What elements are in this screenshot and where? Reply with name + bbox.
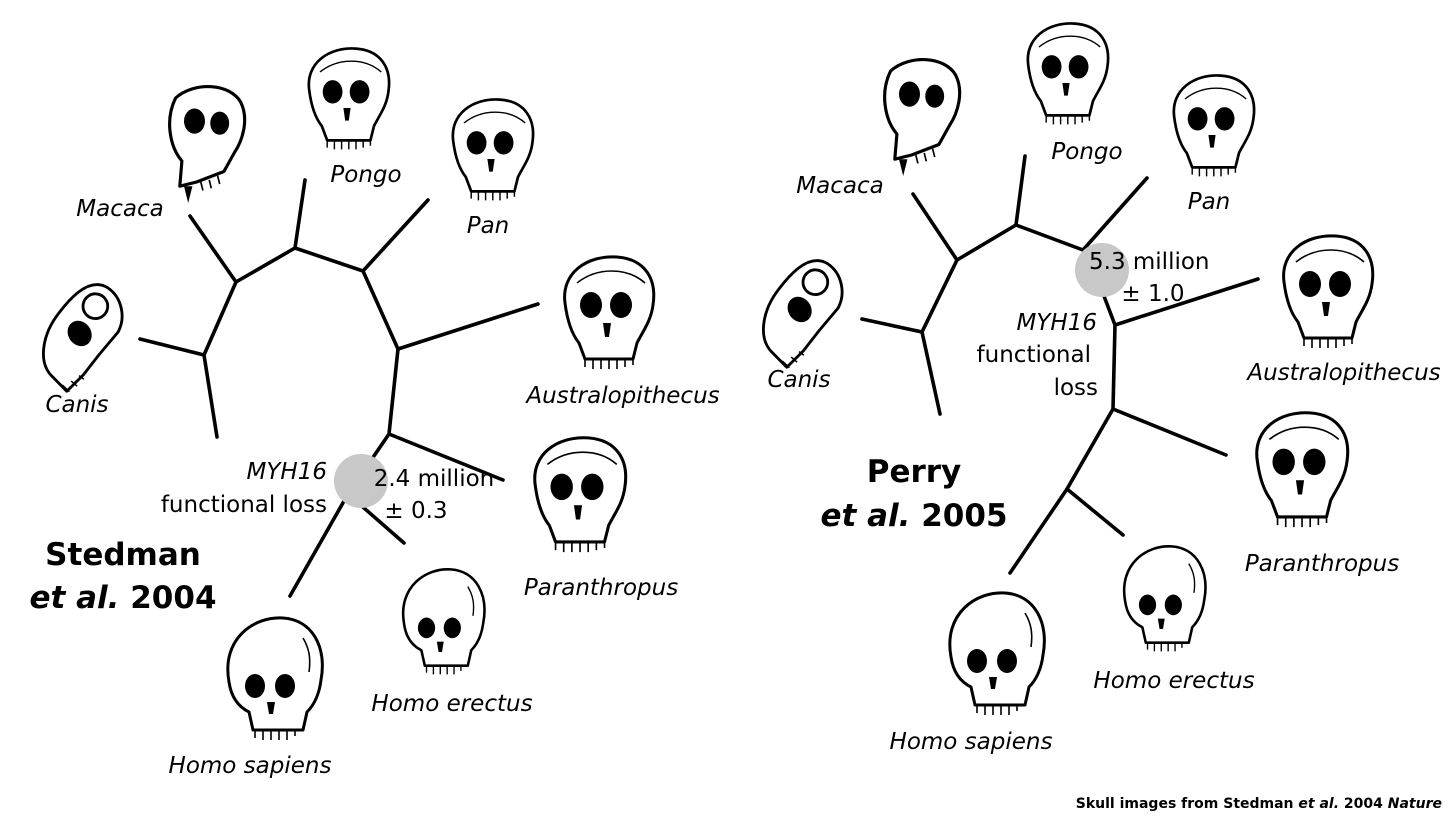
tree-branches	[138, 178, 540, 598]
branch-homo-erectus	[1065, 487, 1125, 537]
branch-macaca	[911, 192, 959, 262]
divergence-estimate: 2.4 million	[374, 466, 495, 492]
panel-title: Perry	[867, 454, 962, 490]
branch-pongo	[1014, 154, 1027, 227]
branch-canis	[860, 317, 924, 334]
tree-stedman-2004: Macaca Pongo Pan Australopithecus Parant…	[19, 47, 720, 779]
branch-australopithecus	[396, 302, 540, 351]
taxon-label-australopithecus: Australopithecus	[524, 383, 719, 409]
branch-paranthropus	[1111, 407, 1228, 457]
skull-icon	[401, 568, 486, 676]
skull-icon	[533, 436, 628, 554]
taxon-label-paranthropus: Paranthropus	[524, 575, 678, 601]
panel-citation: et al. 2004	[29, 580, 216, 616]
branch-pan	[1081, 176, 1149, 252]
taxon-label-homo-sapiens: Homo sapiens	[890, 729, 1053, 755]
branch-paranthropus	[387, 432, 505, 482]
taxon-label-homo-erectus: Homo erectus	[1093, 668, 1254, 694]
gene-label: MYH16	[1017, 310, 1097, 336]
divergence-marker	[1075, 243, 1129, 297]
branch-pan	[361, 198, 430, 273]
gene-label: MYH16	[247, 459, 327, 485]
skull-icon	[19, 274, 148, 397]
divergence-estimate: 5.3 million	[1089, 249, 1210, 275]
panel-citation: et al. 2005	[820, 498, 1007, 534]
gene-note: functional loss	[161, 492, 327, 518]
image-credit: Skull images from Stedman et al. 2004 Na…	[1076, 796, 1442, 812]
divergence-error: ± 1.0	[1121, 281, 1184, 307]
branch-macaca	[188, 214, 238, 284]
taxon-label-australopithecus: Australopithecus	[1245, 360, 1440, 386]
taxon-label-macaca: Macaca	[796, 173, 883, 199]
skull-icon	[948, 591, 1046, 717]
skull-icon	[168, 85, 247, 205]
skull-icon	[226, 616, 324, 742]
taxon-label-pan: Pan	[1188, 189, 1231, 215]
branch-canis	[138, 337, 206, 357]
taxon-label-canis: Canis	[767, 367, 830, 393]
skull-icon	[1026, 22, 1110, 126]
skull-icon	[451, 98, 535, 202]
skull-icon	[1282, 234, 1375, 350]
branch-homo-sapiens	[288, 492, 350, 598]
taxon-label-canis: Canis	[45, 392, 108, 418]
skull-icon	[1122, 545, 1207, 653]
taxon-label-pongo: Pongo	[1051, 139, 1122, 165]
skull-icon	[563, 255, 656, 371]
panel-title: Stedman	[45, 537, 201, 573]
taxon-label-homo-erectus: Homo erectus	[371, 691, 532, 717]
divergence-error: ± 0.3	[384, 498, 447, 524]
branch	[202, 246, 400, 496]
branch-australopithecus	[1113, 277, 1260, 327]
tree-perry-2005: Macaca Pongo Pan Australopithecus Parant…	[739, 22, 1441, 755]
taxon-label-macaca: Macaca	[76, 196, 163, 222]
skull-icon	[1172, 74, 1256, 178]
taxon-label-pan: Pan	[467, 213, 510, 239]
gene-note: functional	[977, 342, 1091, 368]
divergence-marker	[334, 454, 388, 508]
taxon-label-pongo: Pongo	[330, 162, 401, 188]
taxon-label-homo-sapiens: Homo sapiens	[169, 753, 332, 779]
skull-icon	[883, 58, 962, 178]
gene-note: loss	[1054, 375, 1098, 401]
branch-pongo	[293, 178, 307, 250]
skull-icon	[1255, 411, 1350, 529]
skull-icon	[739, 250, 868, 373]
taxon-label-paranthropus: Paranthropus	[1245, 551, 1399, 577]
skull-icon	[307, 47, 391, 151]
